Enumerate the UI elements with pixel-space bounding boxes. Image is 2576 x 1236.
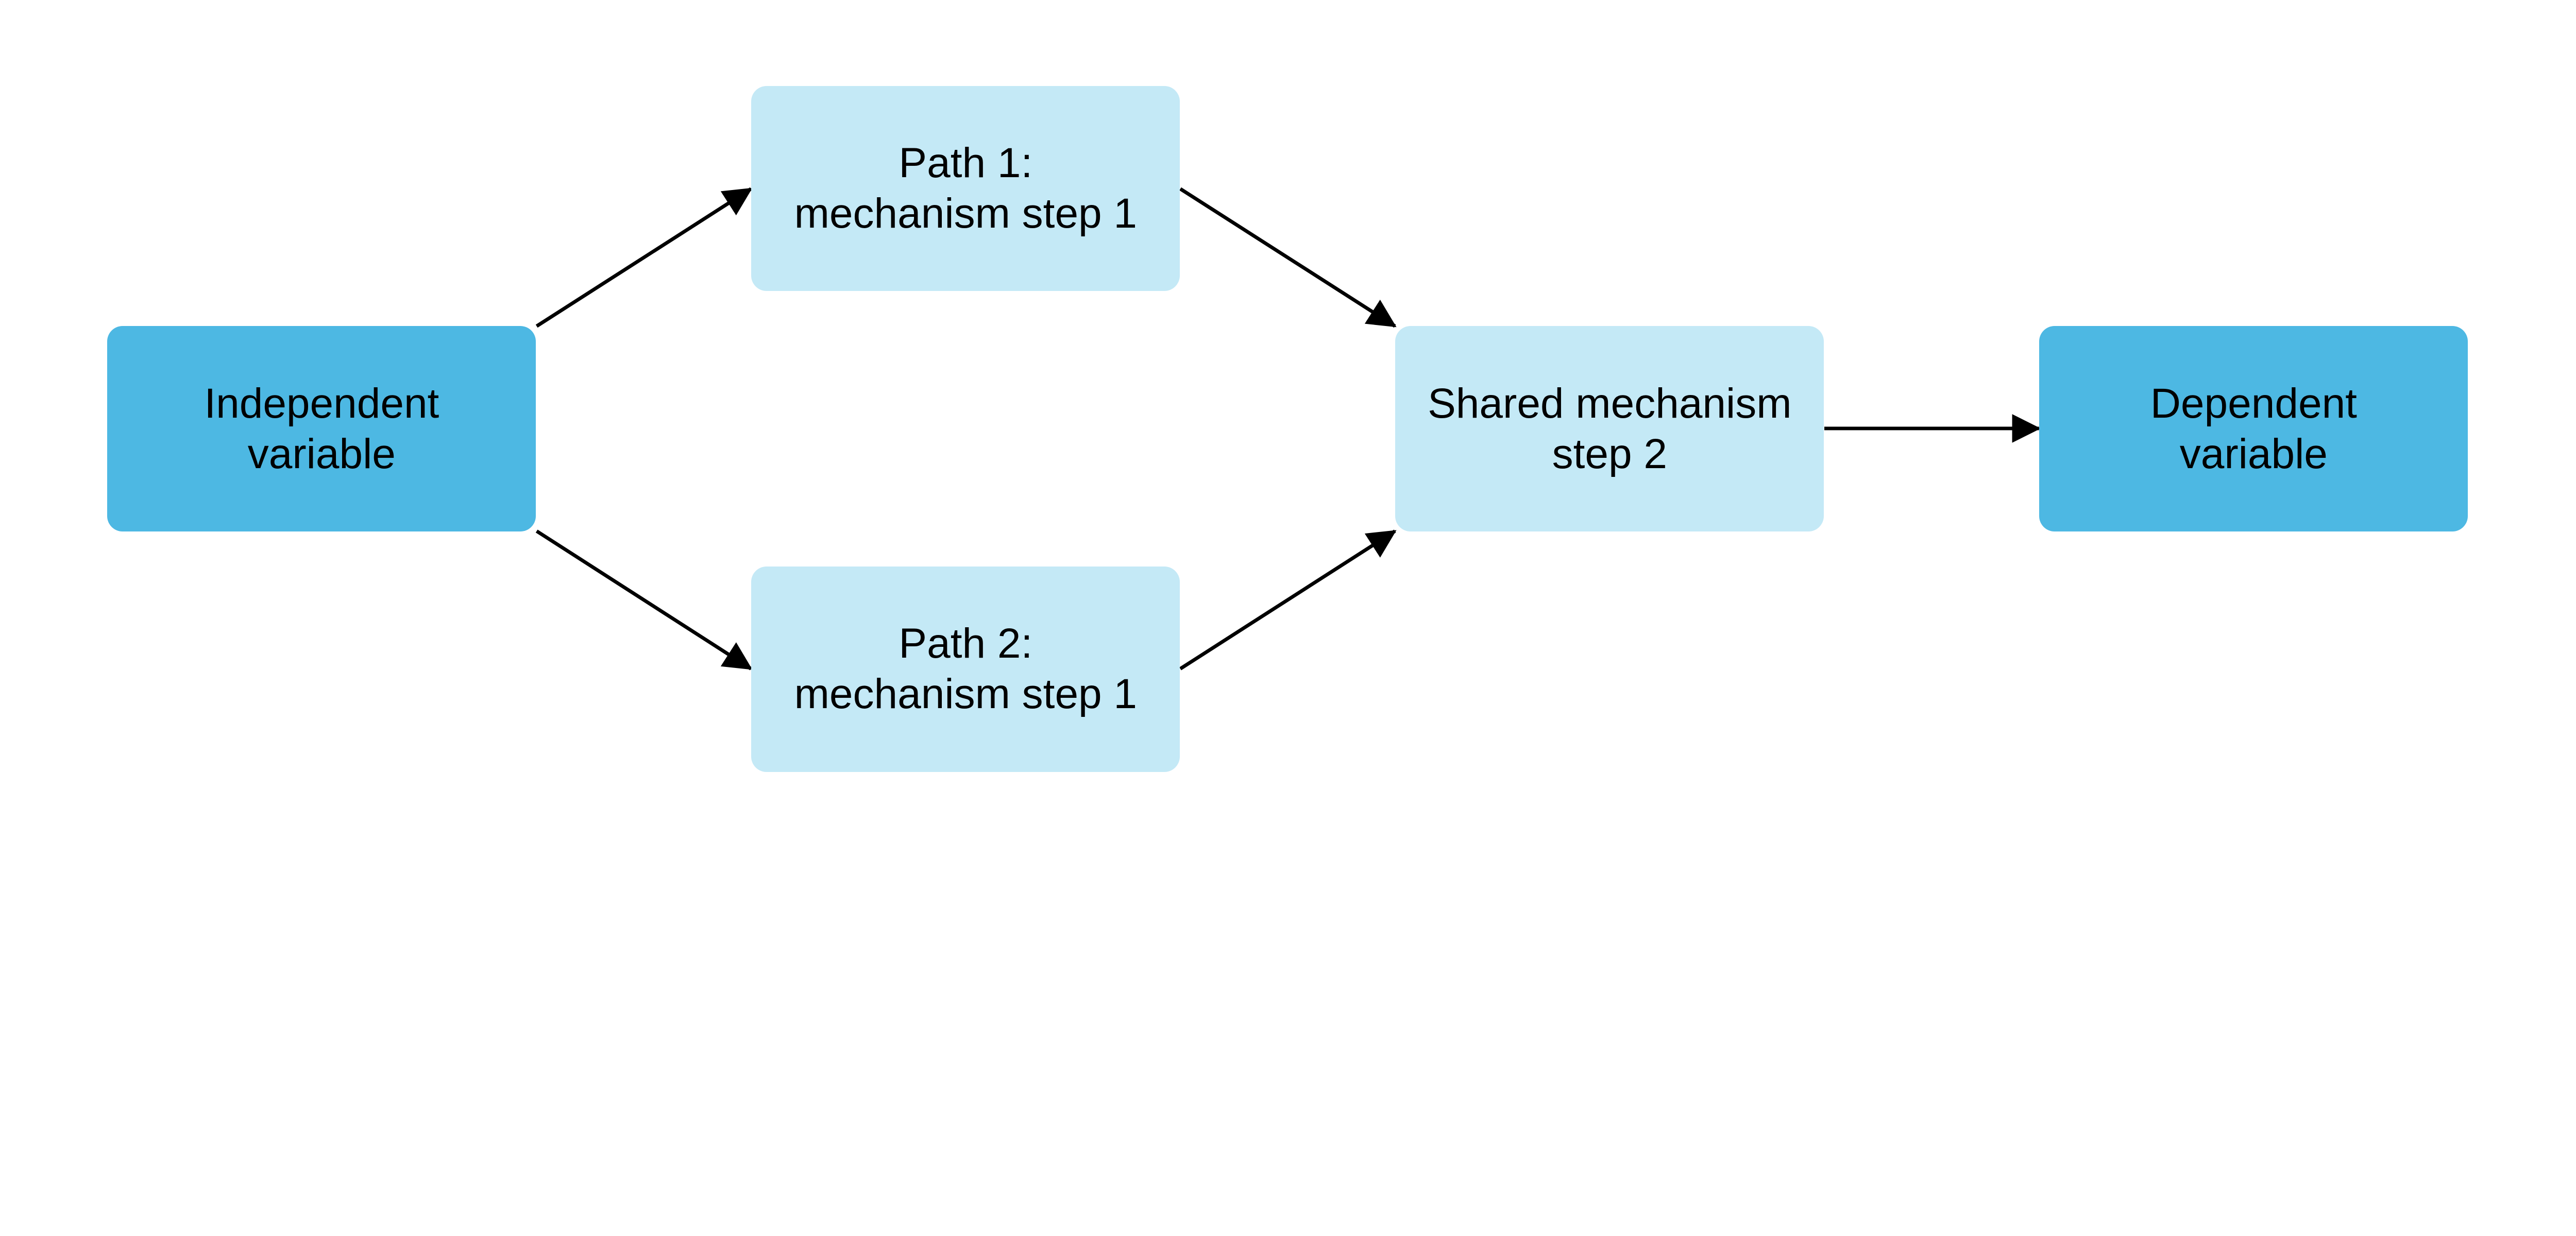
node-path2-step1: Path 2: mechanism step 1 — [751, 566, 1180, 772]
node-label-line: variable — [247, 430, 396, 477]
node-independent-variable: Independent variable — [107, 326, 536, 531]
node-label-line: Path 2: — [899, 620, 1033, 667]
arrow-path1-to-shared — [1179, 187, 1397, 328]
arrow-independent-to-path1 — [535, 187, 753, 328]
node-label-line: variable — [2179, 430, 2328, 477]
node-label-line: mechanism step 1 — [794, 671, 1138, 718]
diagram-canvas: Independent variable Path 1: mechanism s… — [107, 85, 2468, 772]
node-dependent-variable: Dependent variable — [2039, 326, 2468, 531]
node-shared-mechanism: Shared mechanism step 2 — [1395, 326, 1824, 531]
node-label-line: Dependent — [2150, 380, 2357, 427]
arrow-path2-to-shared — [1179, 529, 1397, 671]
node-label-line: step 2 — [1552, 430, 1668, 477]
node-label-line: Path 1: — [899, 139, 1033, 186]
arrows-layer — [535, 187, 2041, 671]
node-label-line: mechanism step 1 — [794, 190, 1138, 237]
node-label-line: Independent — [204, 380, 439, 427]
arrow-independent-to-path2 — [535, 529, 753, 671]
node-label-line: Shared mechanism — [1428, 380, 1792, 427]
node-path1-step1: Path 1: mechanism step 1 — [751, 85, 1180, 291]
